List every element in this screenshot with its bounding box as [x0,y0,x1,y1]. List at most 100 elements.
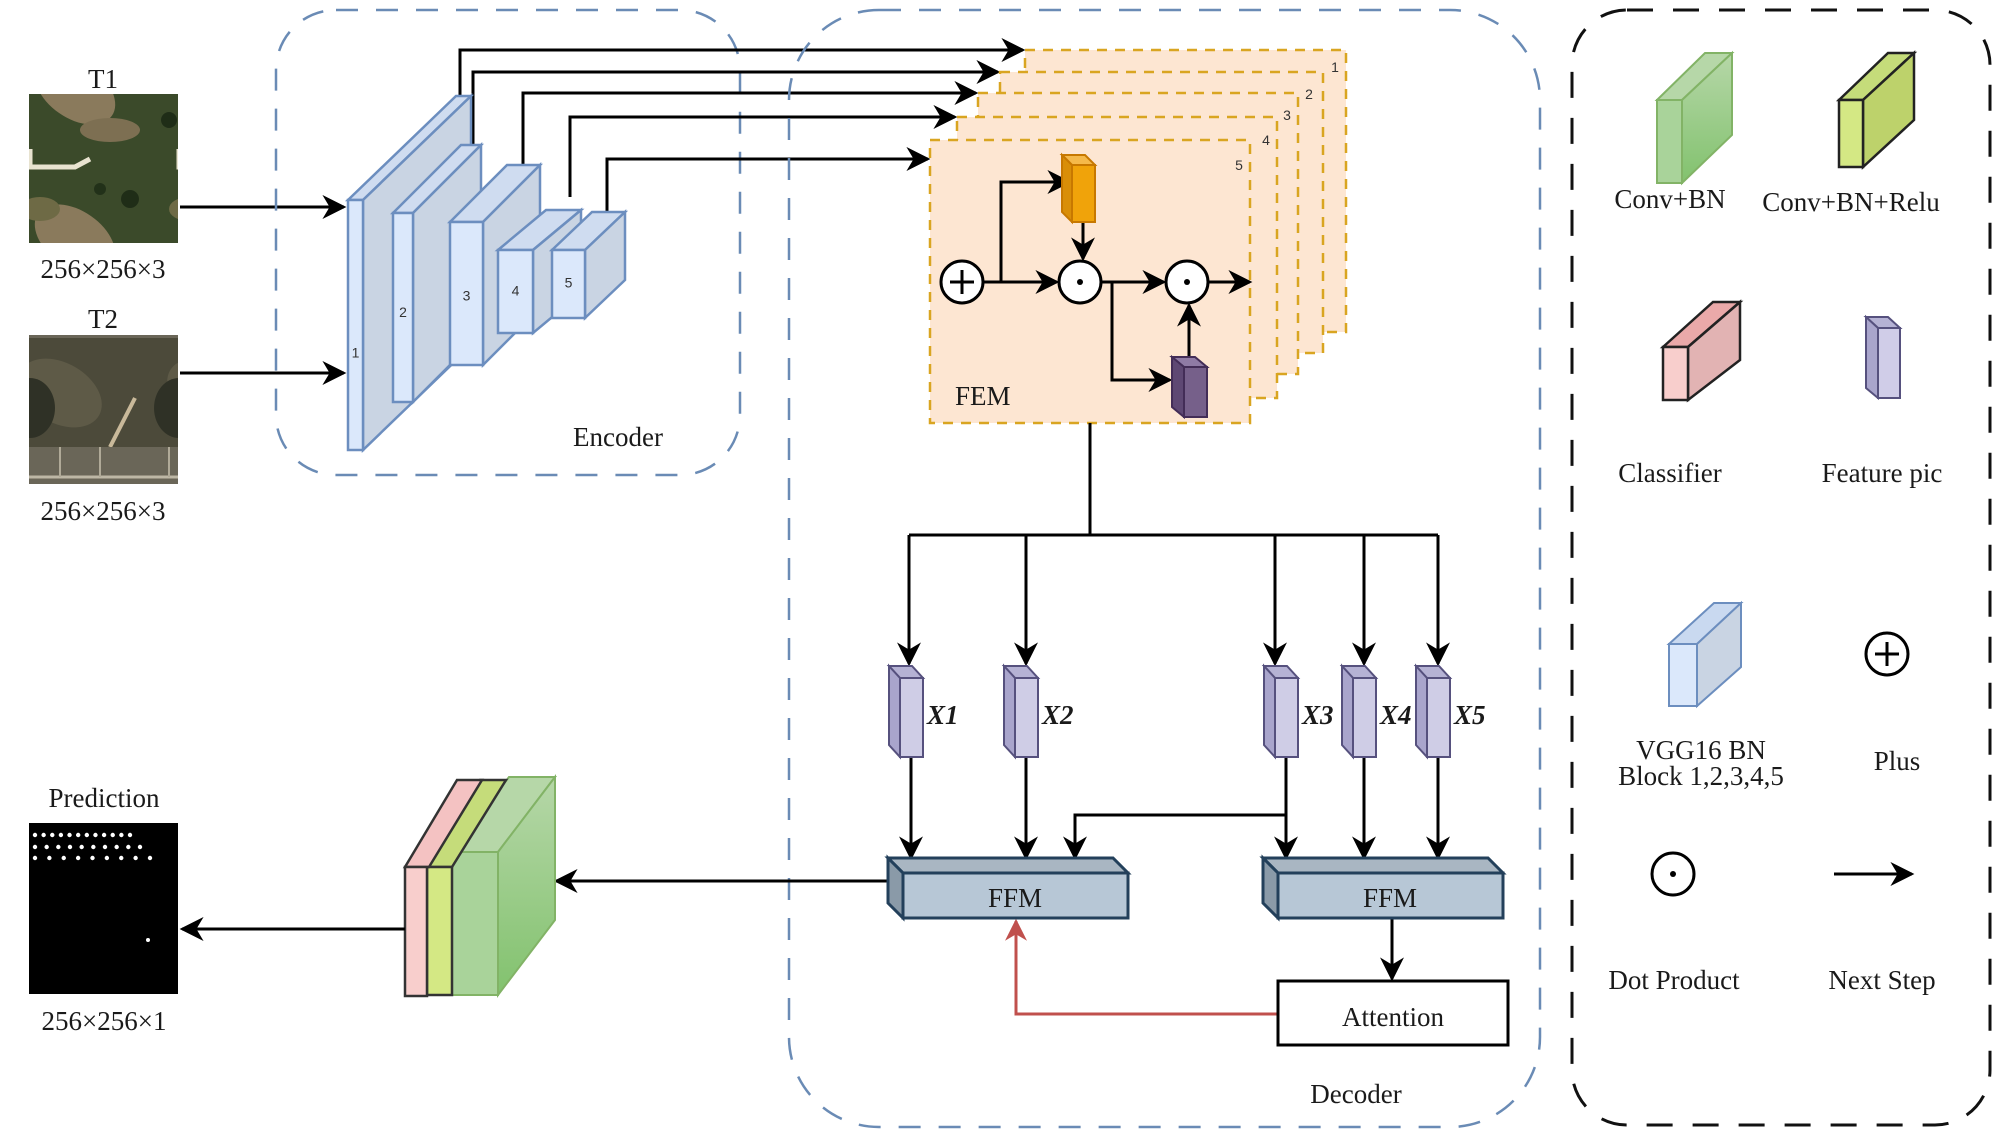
legend-label: Feature pic [1822,458,1943,488]
feature-pic-label: X1 [926,700,959,730]
legend-label: VGG16 BN [1636,735,1766,765]
input-t1: T1 256×256×3 [29,64,178,284]
ffm-left-label: FFM [988,883,1042,913]
decoder-region [787,8,1542,1129]
skip-connections [458,38,1026,211]
vgg16-block-icon [1666,600,1744,709]
ffm-right: FFM [1259,854,1507,922]
orange-feature-block [1059,152,1098,225]
attention-feedback-wire [1005,918,1277,1016]
attention-box: Attention [1276,979,1510,1047]
legend-label: Block 1,2,3,4,5 [1618,761,1784,791]
legend-item-conv-bn: Conv+BN [1614,50,1735,214]
change-pixel [137,844,143,850]
change-pixel [67,844,73,850]
change-pixel [75,855,81,861]
fem-layer-number: 3 [1283,107,1291,123]
t2-label: T2 [88,304,118,334]
feature-pic-5: X5 [1413,663,1486,760]
change-pixel [93,832,98,838]
attention-label: Attention [1342,1002,1444,1032]
fem-layer-number: 5 [1235,157,1243,173]
legend-item-next-step: Next Step [1828,862,1936,995]
t1-size: 256×256×3 [41,254,166,284]
change-pixel [84,832,90,838]
plus-icon [939,259,985,305]
legend-label: Dot Product [1608,965,1740,995]
feature-pic-4: X4 [1339,663,1412,760]
input-t2: T2 256×256×3 [29,304,178,526]
encoder-blocks: 1 2 3 4 5 [344,93,629,453]
change-pixel [119,832,124,838]
change-pixel [44,844,49,850]
decoder-wires [553,423,1450,1016]
dot-product-icon [1650,851,1696,897]
change-pixel [56,844,61,850]
legend-item-classifier: Classifier [1618,299,1744,488]
plus-icon [1864,631,1910,677]
t2-size: 256×256×3 [41,496,166,526]
legend-label: Plus [1874,746,1921,776]
change-pixel [146,938,150,942]
dot-product-icon [1164,259,1210,305]
legend-item-conv-bn-relu: Conv+BN+Relu [1762,50,1940,217]
vgg-block-5: 5 [548,209,629,321]
encoder-region [274,8,742,477]
change-pixel [127,832,133,838]
encoder-label: Encoder [573,422,663,452]
prediction-label: Prediction [49,783,160,813]
vgg-block-number: 5 [565,274,573,290]
change-pixel [61,855,66,861]
change-pixel [110,832,115,838]
legend-region [1570,8,1992,1127]
t1-image [29,94,178,243]
dot-product-icon [1057,259,1103,305]
legend-item-feature-pic: Feature pic [1822,314,1943,488]
skip-line-2 [471,60,1001,145]
skip-line-4 [568,105,958,197]
feature-pic-block-icon [1863,314,1903,401]
vgg-block-number: 4 [512,283,520,299]
x3-bypass-wire [1063,813,1286,861]
change-pixel [126,844,131,850]
legend-label: Classifier [1618,458,1721,488]
change-pixel [32,832,38,838]
change-pixel [104,855,110,861]
change-pixel [32,844,38,850]
fem-wire [999,170,1072,282]
vgg-block-number: 1 [352,345,360,361]
prediction-change-pixels [32,832,153,942]
legend-item-vgg16: VGG16 BN Block 1,2,3,4,5 [1618,600,1784,791]
change-pixel [47,855,52,861]
change-pixel [101,832,107,838]
feature-pic-label: X5 [1453,700,1486,730]
feature-pic-label: X2 [1041,700,1074,730]
fem-layer-number: 2 [1305,86,1313,102]
prediction-head [402,774,558,998]
skip-line-3 [521,81,979,166]
classifier-block-icon [1659,299,1744,403]
vgg-block-number: 3 [463,288,471,304]
change-pixel [79,844,84,850]
t1-label: T1 [88,64,118,94]
change-pixel [32,855,38,861]
feature-pic-1: X1 [886,663,959,760]
legend-label: Conv+BN [1614,184,1725,214]
conv-bn-block-icon [1654,50,1735,186]
feature-pic-label: X4 [1379,700,1412,730]
change-pixel [75,832,81,838]
legend-item-dot-product: Dot Product [1608,851,1740,995]
decoder-label: Decoder [1310,1079,1401,1109]
legend-label: Conv+BN+Relu [1762,187,1940,217]
change-pixel [90,855,95,861]
change-pixel [91,844,96,850]
fem-wire [1110,282,1173,392]
skip-line-5 [605,147,931,211]
skip-line-1 [458,38,1026,97]
feature-pic-2: X2 [1001,663,1074,760]
ffm-right-label: FFM [1363,883,1417,913]
prediction-output: Prediction 256×256×1 [29,783,178,1036]
vgg-block-number: 2 [399,304,407,320]
